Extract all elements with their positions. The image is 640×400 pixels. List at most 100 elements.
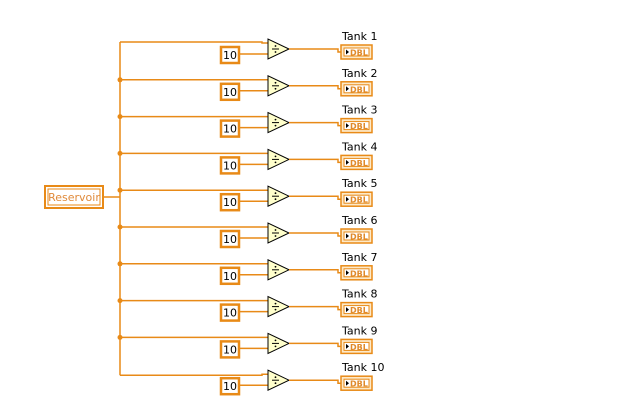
tank-indicator[interactable]: DBL — [340, 44, 373, 60]
tank-label: Tank 10 — [341, 361, 384, 374]
tank-label: Tank 7 — [341, 251, 377, 264]
tank-indicator[interactable]: DBL — [340, 375, 373, 391]
tank-indicator[interactable]: DBL — [340, 81, 373, 97]
junction-dot — [117, 334, 123, 340]
indicator-type: DBL — [350, 233, 368, 242]
tank-indicator[interactable]: DBL — [340, 265, 373, 281]
junction-dot — [117, 187, 123, 193]
branch: 10 DBL Tank 3 — [117, 104, 377, 138]
divide-icon[interactable] — [267, 222, 291, 244]
branch: 10 DBL Tank 1 — [120, 30, 377, 65]
output-wire — [289, 379, 342, 384]
tank-label: Tank 2 — [341, 67, 377, 80]
reservoir-label: Reservoir — [48, 191, 100, 204]
divide-icon[interactable] — [267, 148, 291, 171]
divisor-constant[interactable]: 10 — [219, 266, 241, 286]
divisor-value: 10 — [223, 270, 237, 283]
reservoir-inner-border — [47, 188, 101, 206]
divisor-value: 10 — [223, 49, 237, 62]
divisor-value: 10 — [223, 233, 237, 246]
divide-icon[interactable] — [267, 75, 291, 97]
reservoir-control[interactable]: Reservoir — [44, 185, 104, 209]
tank-indicator[interactable]: DBL — [340, 117, 373, 134]
tank-indicator[interactable]: DBL — [340, 154, 373, 171]
indicator-type: DBL — [350, 343, 368, 352]
branch: 10 DBL Tank 10 — [120, 361, 384, 396]
divisor-constant[interactable]: 10 — [219, 376, 241, 396]
divisor-constant[interactable]: 10 — [219, 82, 241, 102]
indicator-arrow-icon — [346, 196, 349, 202]
divisor-constant[interactable]: 10 — [219, 192, 241, 212]
tank-label: Tank 9 — [341, 324, 377, 337]
junction-dot — [117, 261, 123, 267]
tank-indicator[interactable]: DBL — [340, 301, 373, 318]
output-wire — [289, 269, 342, 274]
indicator-type: DBL — [350, 269, 368, 278]
tank-label: Tank 6 — [341, 214, 377, 227]
output-wire — [289, 305, 342, 311]
indicator-type: DBL — [350, 159, 368, 168]
divisor-constant[interactable]: 10 — [219, 119, 241, 138]
indicator-arrow-icon — [346, 86, 349, 92]
divide-icon[interactable] — [267, 259, 291, 281]
tank-label: Tank 3 — [341, 104, 377, 117]
tank-indicator[interactable]: DBL — [340, 191, 373, 207]
divisor-value: 10 — [223, 380, 237, 393]
tank-indicator[interactable]: DBL — [340, 228, 373, 244]
output-wire — [289, 195, 342, 200]
divide-icon[interactable] — [267, 369, 291, 391]
divisor-constant[interactable]: 10 — [219, 229, 241, 249]
divisor-value: 10 — [223, 159, 237, 172]
junction-dot — [117, 77, 123, 83]
branch: 10 DBL Tank 7 — [117, 251, 377, 286]
tank-label: Tank 5 — [341, 177, 377, 190]
divide-icon[interactable] — [267, 185, 291, 207]
indicator-arrow-icon — [346, 270, 349, 276]
indicator-type: DBL — [350, 49, 368, 58]
indicator-arrow-icon — [346, 380, 349, 386]
output-wire — [289, 48, 342, 53]
divisor-value: 10 — [223, 196, 237, 209]
output-wire — [289, 342, 342, 348]
branch: 10 DBL Tank 2 — [117, 67, 377, 102]
branch: 10 DBL Tank 5 — [117, 177, 377, 212]
output-wire — [289, 232, 342, 237]
indicator-arrow-icon — [346, 49, 349, 55]
branch: 10 DBL Tank 6 — [117, 214, 377, 249]
divisor-constant[interactable]: 10 — [219, 303, 241, 322]
wires — [103, 42, 121, 376]
junction-dot — [117, 114, 123, 120]
divisor-constant[interactable]: 10 — [219, 156, 241, 175]
output-wire — [289, 121, 342, 127]
divide-icon[interactable] — [267, 332, 291, 355]
output-wire — [289, 85, 342, 90]
divisor-value: 10 — [223, 307, 237, 320]
junction-dot — [117, 150, 123, 156]
indicator-arrow-icon — [346, 159, 349, 165]
indicator-arrow-icon — [346, 343, 349, 349]
divisor-constant[interactable]: 10 — [219, 45, 241, 65]
tank-label: Tank 1 — [341, 30, 377, 43]
divide-icon[interactable] — [267, 111, 291, 134]
tank-indicator[interactable]: DBL — [340, 338, 373, 355]
indicator-arrow-icon — [346, 123, 349, 129]
indicator-type: DBL — [350, 306, 368, 315]
junction-dot — [117, 224, 123, 230]
indicator-type: DBL — [350, 85, 368, 94]
junction-dot — [117, 298, 123, 304]
divide-icon[interactable] — [267, 38, 291, 60]
indicator-arrow-icon — [346, 233, 349, 239]
dividend-wire — [120, 41, 268, 44]
indicator-type: DBL — [350, 196, 368, 205]
indicator-type: DBL — [350, 380, 368, 389]
tank-label: Tank 8 — [341, 288, 377, 301]
output-wire — [289, 158, 342, 164]
branch: 10 DBL Tank 9 — [117, 324, 377, 359]
divisor-value: 10 — [223, 86, 237, 99]
indicator-type: DBL — [350, 122, 368, 131]
divide-icon[interactable] — [267, 295, 291, 318]
divisor-constant[interactable]: 10 — [219, 340, 241, 359]
